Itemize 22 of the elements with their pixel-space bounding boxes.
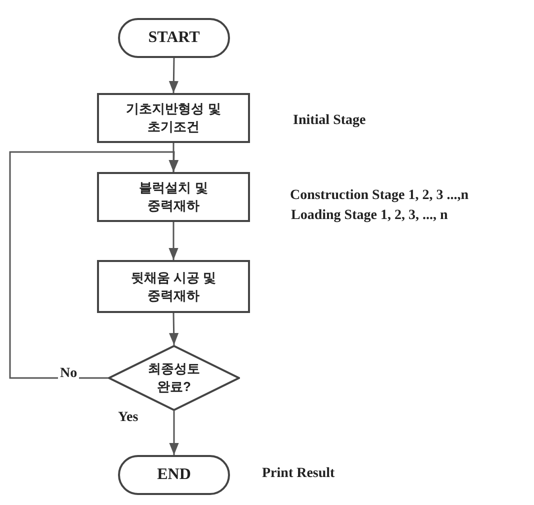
process-box bbox=[97, 260, 250, 313]
arrow bbox=[168, 222, 178, 260]
arrow bbox=[168, 58, 178, 94]
arrow bbox=[9, 151, 179, 379]
edge-label: No bbox=[58, 366, 80, 382]
node-label: 뒷채움 시공 및 중력재하 bbox=[130, 268, 218, 304]
arrow bbox=[169, 411, 179, 455]
node-label: 기초지반형성 및 초기조건 bbox=[125, 100, 222, 136]
node-label: 최종성토 완료? bbox=[147, 360, 201, 396]
stage-note: Initial Stage bbox=[293, 113, 366, 129]
node-label: END bbox=[157, 465, 191, 486]
node-label: START bbox=[148, 28, 200, 48]
stage-note: Construction Stage 1, 2, 3 ...,n bbox=[290, 188, 469, 204]
stage-note: Loading Stage 1, 2, 3, ..., n bbox=[291, 208, 448, 224]
node-label: 블럭설치 및 중력재하 bbox=[138, 179, 209, 215]
terminal-shape bbox=[118, 18, 230, 58]
arrow bbox=[169, 312, 179, 346]
process-box bbox=[97, 172, 250, 222]
decision-diamond bbox=[108, 345, 240, 411]
terminal-shape bbox=[118, 455, 230, 495]
process-box bbox=[97, 93, 250, 143]
stage-note: Print Result bbox=[262, 466, 335, 482]
